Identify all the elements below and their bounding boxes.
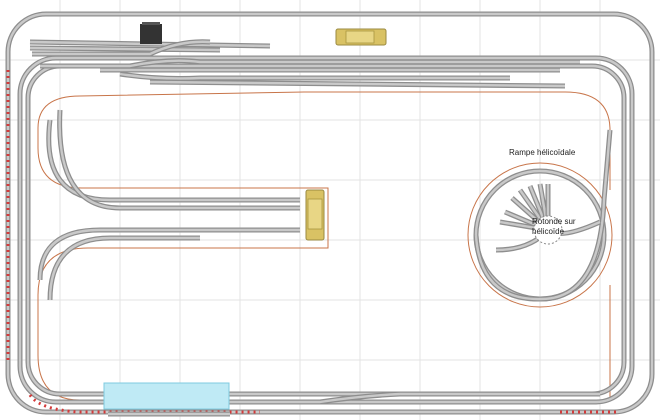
- helix-ramp-circle: [467, 162, 613, 308]
- middle-sidings: [37, 109, 300, 301]
- station-platform: [103, 382, 230, 410]
- ramp-label: Rampe hélicoïdale: [509, 148, 576, 157]
- upper-yard: [29, 39, 580, 89]
- locomotive-icon: [335, 28, 387, 46]
- station-building-icon: [140, 22, 162, 44]
- turntable: [533, 215, 563, 245]
- locomotive-icon: [305, 189, 325, 241]
- main-loops: [5, 11, 655, 415]
- turntable-label-line1: Rotonde sur: [532, 217, 576, 226]
- tunnel-markers: [6, 70, 620, 414]
- turntable-label-line2: hélicoïde: [532, 227, 565, 236]
